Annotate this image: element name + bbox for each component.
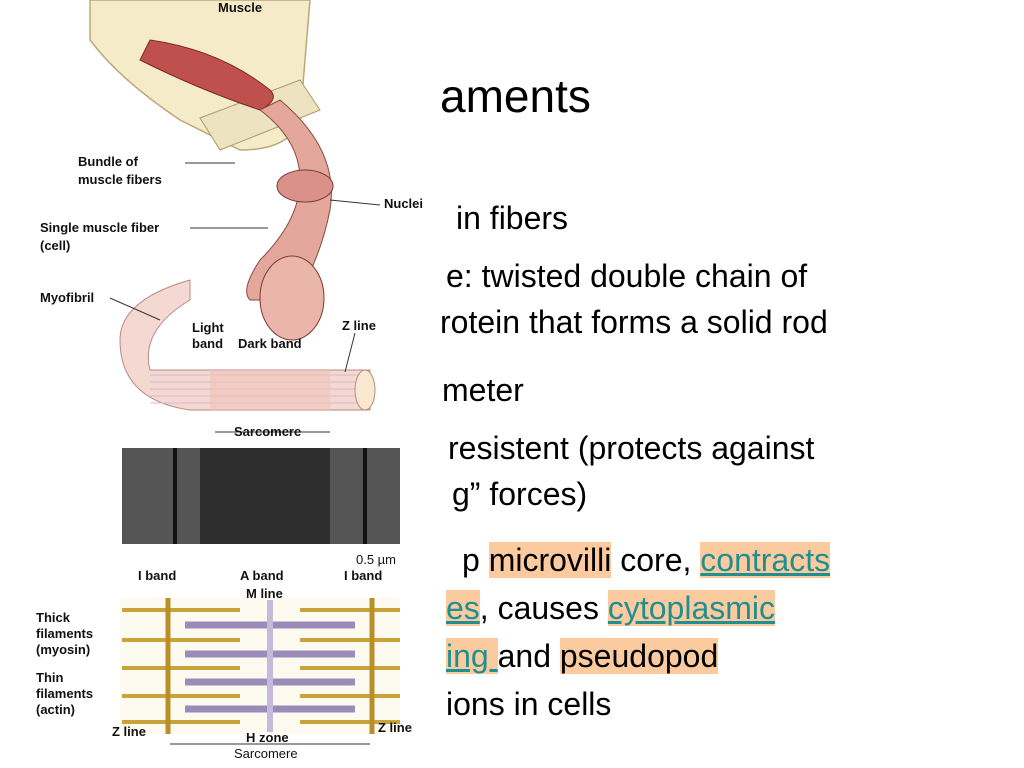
label-thick-3: (myosin) xyxy=(36,642,90,657)
bullet-line-5: resistent (protects against xyxy=(448,430,815,466)
microvilli-highlight: microvilli xyxy=(488,542,612,578)
label-thick-2: filaments xyxy=(36,626,93,641)
fiber-cross-section xyxy=(259,255,325,341)
bullet-line-6: g” forces) xyxy=(452,476,588,512)
pseudopod-highlight: pseudopod xyxy=(559,638,719,674)
label-h-zone: H zone xyxy=(246,730,289,745)
label-i-band-left: I band xyxy=(138,568,176,583)
label-a-band: A band xyxy=(240,568,284,583)
label-leader-lines xyxy=(109,162,381,433)
label-m-line: M line xyxy=(246,586,283,601)
label-scale: 0.5 µm xyxy=(356,552,396,567)
myofibril-end xyxy=(354,369,376,411)
label-bundle-2: muscle fibers xyxy=(78,172,162,187)
bullet-line-7: p microvilli core, contracts xyxy=(462,540,831,580)
bullet-line-4: meter xyxy=(442,372,524,408)
label-nuclei: Nuclei xyxy=(384,196,423,211)
streaming-link[interactable]: ing xyxy=(446,638,498,674)
label-z-line-bottom-right: Z line xyxy=(378,720,412,735)
muscle-belly xyxy=(139,39,274,111)
micrograph-a-band xyxy=(200,448,330,544)
label-thin-3: (actin) xyxy=(36,702,75,717)
slide-title: aments xyxy=(440,70,591,122)
label-z-line-top: Z line xyxy=(342,318,376,333)
bullet-line-2: e: twisted double chain of xyxy=(446,258,808,294)
label-myofibril: Myofibril xyxy=(40,290,94,305)
muscles-link[interactable]: es xyxy=(446,590,480,626)
label-sarcomere-top: Sarcomere xyxy=(234,424,301,439)
bullet-line-1: in fibers xyxy=(456,200,569,236)
label-single-fiber-2: (cell) xyxy=(40,238,70,253)
bundle-cross-section xyxy=(276,169,334,203)
text-fragment: , causes xyxy=(479,590,608,626)
label-muscle: Muscle xyxy=(218,0,262,15)
label-thin-2: filaments xyxy=(36,686,93,701)
thin-filaments xyxy=(122,608,400,724)
label-z-line-bottom-left: Z line xyxy=(112,724,146,739)
text-fragment: p xyxy=(462,542,489,578)
label-thick-1: Thick xyxy=(36,610,71,625)
bullet-line-10: ions in cells xyxy=(446,686,612,722)
label-light-band-2: band xyxy=(192,336,223,351)
bullet-line-9: ing and pseudopod xyxy=(446,636,719,676)
bullet-line-8: es, causes cytoplasmic xyxy=(446,588,776,628)
muscle-anatomy-figure: Muscle Bundle of muscle fibers Nuclei Si… xyxy=(36,0,423,761)
dark-band-region xyxy=(210,370,330,410)
contracts-link[interactable]: contracts xyxy=(700,542,831,578)
text-fragment: and xyxy=(497,638,560,674)
label-single-fiber-1: Single muscle fiber xyxy=(40,220,159,235)
cytoplasmic-link[interactable]: cytoplasmic xyxy=(607,590,776,626)
text-fragment: core, xyxy=(611,542,701,578)
label-thin-1: Thin xyxy=(36,670,63,685)
label-sarcomere-bottom: Sarcomere xyxy=(234,746,298,761)
label-i-band-right: I band xyxy=(344,568,382,583)
label-bundle-1: Bundle of xyxy=(78,154,139,169)
label-dark-band: Dark band xyxy=(238,336,302,351)
bullet-line-3: rotein that forms a solid rod xyxy=(440,304,828,340)
label-light-band-1: Light xyxy=(192,320,224,335)
